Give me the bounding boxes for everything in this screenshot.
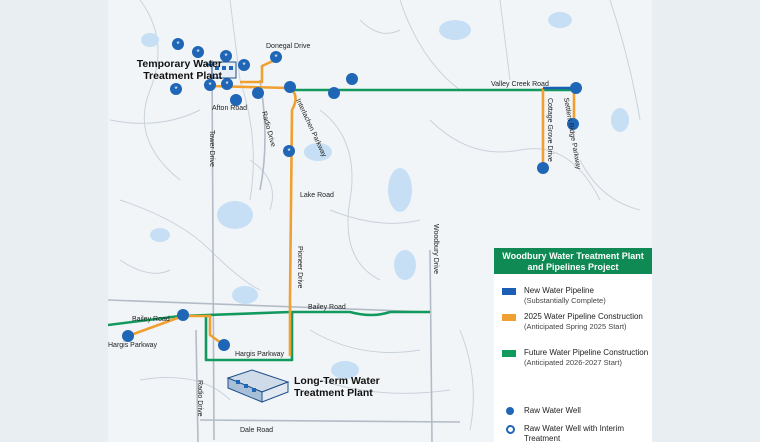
- well: [346, 73, 358, 85]
- well: [122, 330, 134, 342]
- construction-pipeline-donegal: [240, 58, 276, 84]
- interim-well: *: [204, 79, 216, 91]
- legend-sub: (Anticipated 2026-2027 Start): [524, 358, 622, 367]
- road-label-bailey-west: Bailey Road: [132, 316, 170, 323]
- construction-pipeline-hargis-west: [127, 314, 184, 338]
- long-term-plant-icon: [226, 369, 290, 403]
- road-label-lake: Lake Road: [300, 192, 334, 199]
- road-label-hargis-south: Hargis Parkway: [235, 351, 285, 358]
- svg-text:*: *: [274, 53, 277, 62]
- interim-well: *: [221, 78, 233, 90]
- future-pipeline-bailey: [108, 310, 430, 327]
- interim-well: *: [170, 83, 182, 95]
- road-label-radio-upper: Radio Drive: [260, 111, 276, 148]
- legend-sub: (Anticipated Spring 2025 Start): [524, 322, 627, 331]
- road-label-donegal: Donegal Drive: [266, 43, 310, 50]
- legend-label: 2025 Water Pipeline Construction: [524, 312, 643, 321]
- well: [252, 87, 264, 99]
- svg-text:*: *: [225, 80, 228, 89]
- svg-text:*: *: [224, 52, 227, 61]
- interim-well: *: [172, 38, 184, 50]
- well: [537, 162, 549, 174]
- road-label-pioneer: Pioneer Drive: [296, 246, 303, 289]
- interim-treatment-wells: * * * * * * * * *: [170, 38, 295, 157]
- interim-well: *: [283, 145, 295, 157]
- raw-water-wells: [122, 73, 582, 351]
- legend-label: New Water Pipeline: [524, 286, 594, 295]
- svg-text:*: *: [208, 81, 211, 90]
- road-label-settlers-ridge: Settlers Ridge Parkway: [562, 97, 582, 170]
- new-pipeline-swatch: [502, 288, 516, 295]
- legend-label: Raw Water Well with Interim Treatment: [524, 424, 625, 442]
- legend-title: Woodbury Water Treatment Plant and Pipel…: [494, 248, 652, 274]
- future-swatch: [502, 350, 516, 357]
- road-label-valley-creek: Valley Creek Road: [491, 81, 549, 88]
- facility-label-line: Treatment Plant: [143, 70, 222, 82]
- road-label-dale: Dale Road: [240, 427, 273, 434]
- main-roads: [108, 59, 461, 442]
- svg-text:*: *: [174, 85, 177, 94]
- map-svg: * * * * * * * * *: [108, 0, 641, 442]
- svg-text:*: *: [242, 61, 245, 70]
- road-label-afton: Afton Road: [212, 105, 247, 112]
- left-margin: [0, 0, 108, 442]
- interim-well: *: [220, 50, 232, 62]
- legend-sub: (Substantially Complete): [524, 296, 606, 305]
- future-pipeline-hargis: [204, 312, 294, 362]
- road-label-cottage-grove: Cottage Grove Drive: [546, 98, 553, 162]
- well: [328, 87, 340, 99]
- legend-label: Future Water Pipeline Construction: [524, 348, 649, 357]
- construction-pipeline-bailey: [183, 314, 225, 347]
- well: [230, 94, 242, 106]
- well: [218, 339, 230, 351]
- interim-well: *: [192, 46, 204, 58]
- svg-text:*: *: [176, 40, 179, 49]
- interim-well: *: [238, 59, 250, 71]
- temporary-plant-icon: [211, 61, 237, 79]
- street-network: [109, 0, 641, 431]
- construction-swatch: [502, 314, 516, 321]
- well: [284, 81, 296, 93]
- legend-label: Raw Water Well: [524, 406, 581, 415]
- road-label-radio-lower: Radio Drive: [196, 380, 203, 417]
- well: [567, 118, 579, 130]
- map-canvas: * * * * * * * * *: [108, 0, 652, 442]
- map-legend: Woodbury Water Treatment Plant and Pipel…: [494, 248, 652, 442]
- road-label-hargis-west: Hargis Parkway: [108, 342, 158, 349]
- lakes: [141, 12, 629, 379]
- svg-text:*: *: [287, 147, 290, 156]
- interim-well-swatch: [506, 425, 515, 434]
- road-label-woodbury: Woodbury Drive: [432, 224, 439, 274]
- well-swatch: [506, 407, 514, 415]
- well: [177, 309, 189, 321]
- well: [570, 82, 582, 94]
- road-label-tower: Tower Drive: [208, 130, 215, 167]
- svg-text:*: *: [196, 48, 199, 57]
- facility-label-line: Treatment Plant: [294, 387, 373, 399]
- right-margin: [652, 0, 760, 442]
- interim-well: *: [270, 51, 282, 63]
- road-label-bailey-east: Bailey Road: [308, 304, 346, 311]
